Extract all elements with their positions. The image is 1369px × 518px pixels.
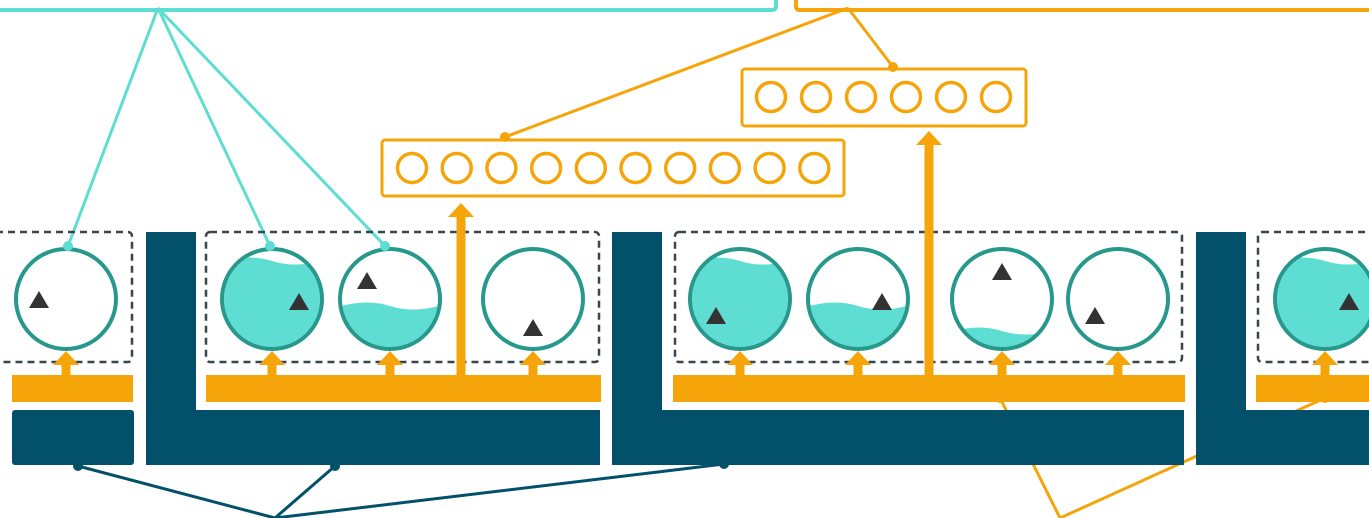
arrow-up-icon-shaft: [1114, 364, 1123, 378]
connector-dot: [1320, 393, 1330, 403]
vector-cell-circle: [802, 83, 831, 112]
arrow-up-icon-head: [1105, 351, 1131, 365]
arrow-up-icon-shaft: [925, 144, 934, 378]
connector-dot: [888, 62, 898, 72]
vector-cell-circle: [755, 154, 784, 183]
vector-cell-circle: [666, 154, 695, 183]
arrow-up-icon-shaft: [62, 364, 71, 378]
arrow-up-icon-shaft: [1321, 364, 1330, 378]
vector-cell-circle: [621, 154, 650, 183]
circle-fill: [685, 257, 795, 354]
vector-cell-circle: [982, 83, 1011, 112]
vector-cell-circle: [847, 83, 876, 112]
vector-cell-circle: [442, 154, 471, 183]
connector-dot: [719, 459, 729, 469]
navy-connector-line: [275, 464, 724, 518]
arrow-up-icon-head: [727, 351, 753, 365]
vector-cell-circle: [710, 154, 739, 183]
arrow-up-icon-shaft: [854, 364, 863, 378]
orange-bar: [206, 375, 601, 402]
teal-connector-line: [68, 8, 158, 246]
connector-dot: [330, 461, 340, 471]
teal-connector-line: [158, 8, 385, 246]
connector-dot: [380, 241, 390, 251]
circle-fill: [217, 257, 327, 354]
arrow-up-icon-shaft: [998, 364, 1007, 378]
arrow-up-icon-shaft: [736, 364, 745, 378]
orange-connector-line: [848, 8, 893, 67]
arrow-up-icon-head: [520, 351, 546, 365]
arrow-up-icon-shaft: [529, 364, 538, 378]
vector-cell-circle: [532, 154, 561, 183]
orange-bar: [673, 375, 1185, 402]
vector-cell-circle: [576, 154, 605, 183]
arrow-up-icon-head: [53, 351, 79, 365]
orange-bar: [12, 375, 133, 402]
arrow-up-icon-shaft: [268, 364, 277, 378]
arrow-up-icon-head: [1312, 351, 1338, 365]
vector-cell-circle: [487, 154, 516, 183]
navy-connector-line: [78, 466, 275, 518]
arrow-up-icon-head: [377, 351, 403, 365]
navy-connector-line: [275, 466, 335, 518]
arrow-up-icon-head: [916, 131, 942, 145]
connector-dot: [500, 132, 510, 142]
connector-dot: [265, 241, 275, 251]
orange-bar: [1256, 375, 1369, 402]
navy-blocks: [12, 232, 1369, 465]
connector-dot: [63, 241, 73, 251]
circles: [16, 249, 1369, 354]
top-callouts: [0, 0, 1369, 10]
arrow-up-icon-head: [448, 203, 474, 217]
teal-connector-line: [158, 8, 270, 246]
connector-dot: [73, 461, 83, 471]
arrow-up-icon-shaft: [386, 364, 395, 378]
arrow-up-icon-head: [845, 351, 871, 365]
connector-dot: [995, 393, 1005, 403]
vector-cell-circle: [937, 83, 966, 112]
orange-callout-box: [796, 0, 1369, 10]
vector-cell-circle: [800, 154, 829, 183]
vector-cell-circle: [757, 83, 786, 112]
arrow-up-icon-shaft: [457, 216, 466, 378]
vector-cell-circle: [398, 154, 427, 183]
teal-callout-box: [0, 0, 776, 10]
arrow-up-icon-head: [259, 351, 285, 365]
orange-bars: [12, 375, 1369, 402]
arrow-up-icon-head: [989, 351, 1015, 365]
navy-block: [12, 410, 134, 465]
vector-cell-circle: [892, 83, 921, 112]
